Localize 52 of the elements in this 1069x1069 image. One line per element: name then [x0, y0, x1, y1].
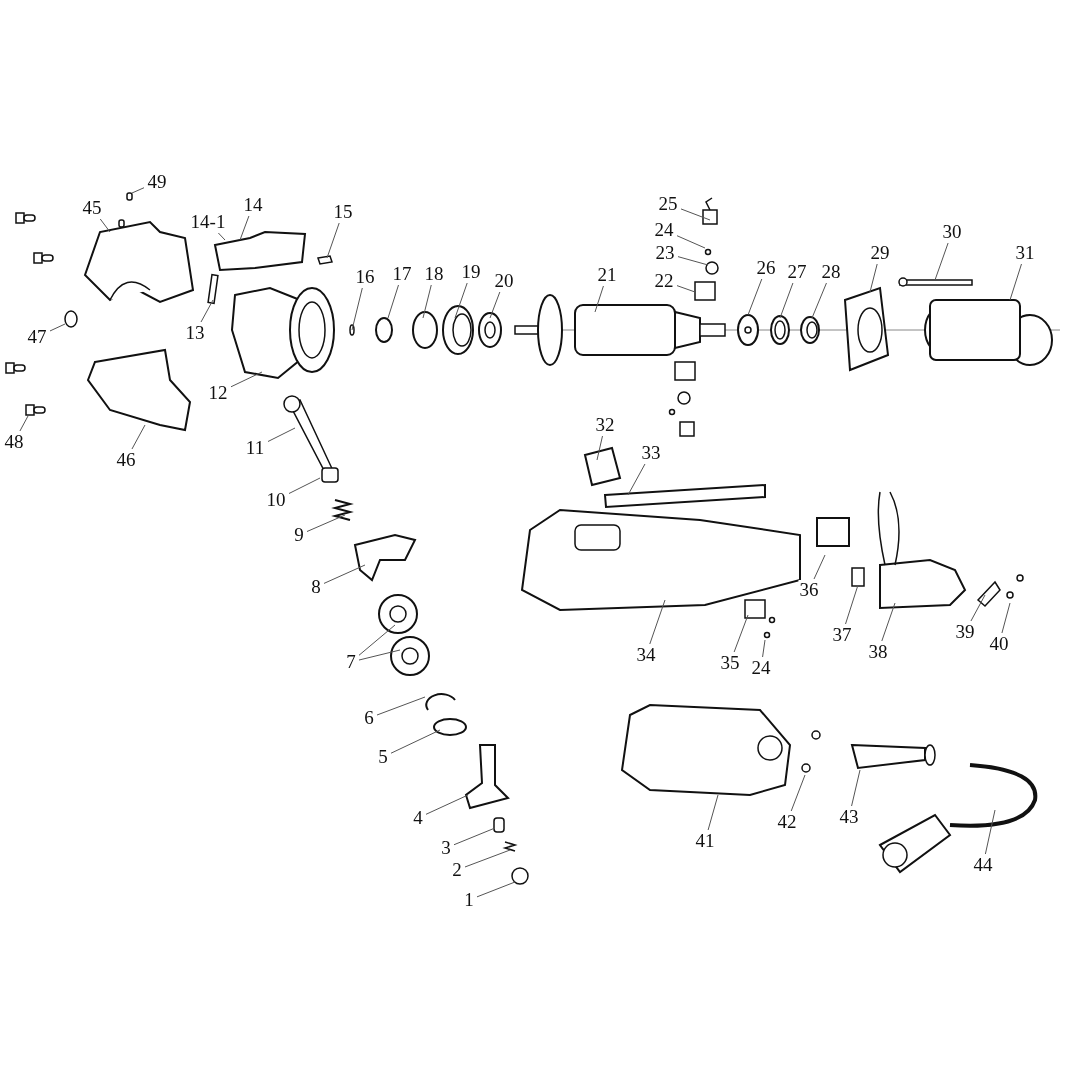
- leader-line: [387, 284, 399, 319]
- leader-line: [326, 222, 340, 259]
- leader-line: [851, 769, 861, 807]
- leader-line: [476, 881, 516, 898]
- leader-line: [489, 291, 501, 319]
- leader-line: [425, 794, 469, 815]
- leader-line: [239, 215, 250, 241]
- leader-line: [358, 649, 401, 661]
- leader-line: [99, 218, 111, 233]
- leader-line: [390, 729, 441, 754]
- leader-line: [131, 424, 146, 450]
- leader-line: [676, 285, 696, 293]
- leader-line: [358, 624, 396, 656]
- leader-line: [680, 208, 711, 221]
- leader-line: [376, 696, 426, 716]
- leader-line: [422, 284, 432, 319]
- leader-line: [869, 263, 878, 293]
- leader-line: [984, 809, 996, 855]
- leader-line: [351, 287, 363, 331]
- leader-line: [934, 242, 949, 281]
- leader-line: [649, 599, 666, 645]
- leader-line: [747, 278, 763, 316]
- leader-line: [881, 602, 896, 642]
- leader-line: [790, 774, 806, 812]
- leader-line: [733, 614, 749, 653]
- leader-line: [49, 323, 66, 332]
- leader-line: [596, 435, 603, 461]
- leader-line: [677, 256, 709, 266]
- leader-line: [454, 282, 468, 319]
- leader-line: [1001, 602, 1011, 634]
- leader-line: [200, 299, 214, 323]
- leader-line: [970, 594, 986, 622]
- leader-line: [217, 232, 226, 241]
- leader-line: [627, 463, 646, 496]
- leader-line: [131, 187, 145, 194]
- leader-line: [845, 584, 859, 625]
- leader-line: [707, 794, 719, 831]
- leader-line: [811, 282, 827, 319]
- leader-line: [779, 282, 794, 319]
- leader-line: [594, 285, 604, 313]
- leader-line: [453, 827, 496, 846]
- leader-line: [230, 371, 263, 388]
- leader-line: [813, 554, 826, 580]
- leader-line: [306, 514, 346, 532]
- leader-line: [288, 477, 321, 494]
- leader-line: [323, 564, 366, 584]
- leader-line: [676, 235, 706, 249]
- leader-line: [19, 415, 29, 432]
- leader-line: [1009, 263, 1022, 301]
- leader-line: [267, 427, 296, 442]
- leader-line: [762, 639, 766, 658]
- leader-line: [464, 849, 511, 868]
